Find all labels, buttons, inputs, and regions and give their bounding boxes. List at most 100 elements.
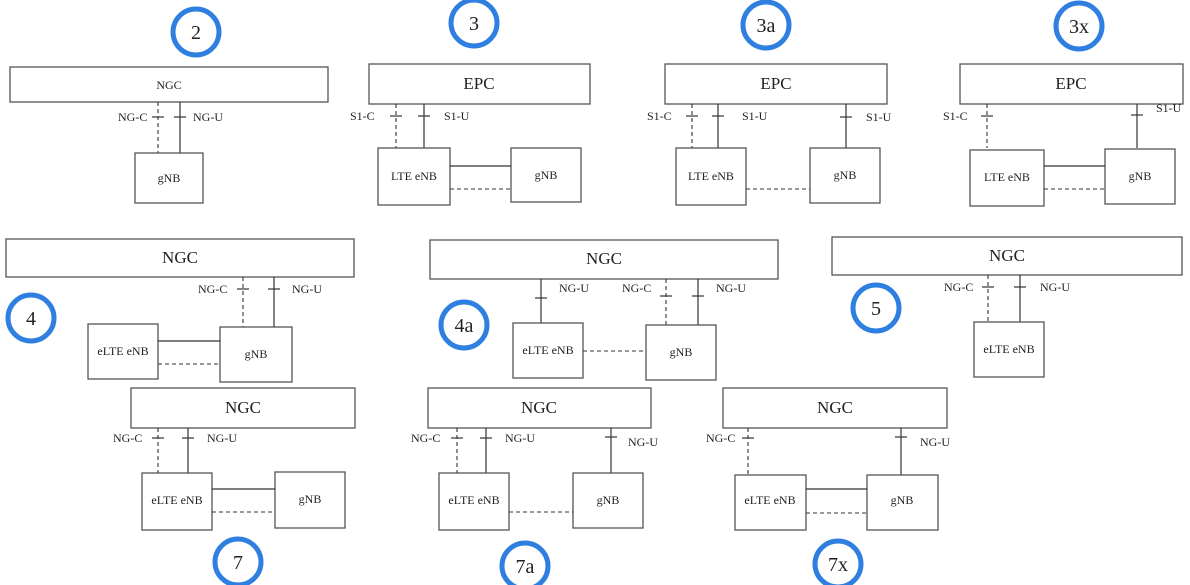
option-number: 7x [828,554,848,576]
elte-enb-box [734,474,807,531]
option-number: 7a [516,556,535,578]
option-number: 4 [26,308,36,330]
elte-enb-label: eLTE eNB [448,493,499,507]
control-plane-label: NG-C [113,431,142,445]
option-3: 3 EPC S1-C S1-U LTE eNB gNB [350,0,591,206]
core-network-box [130,387,356,429]
user-plane-label: S1-U [742,109,768,123]
control-plane-label: NG-C [706,431,735,445]
option-4a: NGC 4a NG-U NG-C NG-U eLTE eNB gNB [429,239,779,381]
gnb-label: gNB [1129,169,1152,183]
control-plane-label: NG-C [198,282,227,296]
option-number-badge [5,292,57,344]
core-network-box [427,387,652,429]
elte-enb-label: eLTE eNB [97,344,148,358]
option-number-badge [438,299,490,351]
elte-enb-box [87,323,159,380]
control-plane-label: NG-C [944,280,973,294]
lte-enb-label: LTE eNB [688,169,734,183]
lte-enb-box [675,147,747,206]
option-7x: NGC NG-C NG-U eLTE eNB gNB 7x [706,387,950,585]
core-network-label: EPC [1055,74,1086,93]
gnb-label: gNB [245,347,268,361]
user-plane-label: S1-U [444,109,470,123]
core-network-box [959,63,1184,105]
user-plane-label: NG-U [193,110,223,124]
core-network-label: NGC [989,246,1025,265]
gnb-box [134,152,204,204]
core-network-label: NGC [156,78,181,92]
gnb-label: gNB [891,493,914,507]
core-network-box [664,63,888,105]
option-number-badge [170,6,222,58]
option-4: NGC 4 NG-C NG-U eLTE eNB gNB [5,238,355,383]
gnb-box [1104,148,1176,205]
gnb-box [510,147,582,203]
core-network-box [9,66,329,103]
option-number-badge [499,540,551,585]
option-7a: NGC NG-C NG-U NG-U eLTE eNB gNB 7a [411,387,658,585]
option-number-badge [740,0,792,51]
gnb-box [809,147,881,204]
control-plane-label: NG-C [411,431,440,445]
option-number-badge [448,0,500,49]
option-number-badge [212,536,264,585]
gnb-label: gNB [535,168,558,182]
core-network-label: NGC [162,248,198,267]
elte-enb-label: eLTE eNB [983,342,1034,356]
user-plane-label: NG-U [559,281,589,295]
user-plane-label-2: S1-U [866,110,892,124]
control-plane-label: S1-C [943,109,968,123]
gnb-label: gNB [597,493,620,507]
gnb-label: gNB [670,345,693,359]
control-plane-label: S1-C [350,109,375,123]
control-plane-label: NG-C [118,110,147,124]
elte-enb-box [141,472,213,531]
gnb-box [274,471,346,529]
elte-enb-box [512,322,584,379]
gnb-box [219,326,293,383]
option-3a: 3a EPC S1-C S1-U S1-U LTE eNB gNB [647,0,892,206]
option-2: 2 NGC NG-C NG-U gNB [9,6,329,204]
core-network-box [5,238,355,278]
elte-enb-label: eLTE eNB [522,343,573,357]
gnb-box [645,324,717,381]
option-number-badge [1053,0,1105,52]
elte-enb-box [973,321,1045,378]
option-5: NGC 5 NG-C NG-U eLTE eNB [831,236,1183,378]
user-plane-label: NG-U [505,431,535,445]
core-network-box [722,387,948,429]
user-plane-label: S1-U [1156,101,1182,115]
option-number: 2 [191,22,201,44]
elte-enb-box [438,472,510,531]
gnb-label: gNB [158,171,181,185]
core-network-label: EPC [760,74,791,93]
option-number: 3 [469,13,479,35]
core-network-label: NGC [225,398,261,417]
core-network-label: NGC [586,249,622,268]
elte-enb-label: eLTE eNB [744,493,795,507]
gnb-label: gNB [834,168,857,182]
lte-enb-label: LTE eNB [391,169,437,183]
option-number: 7 [233,552,243,574]
user-plane-label: NG-U [1040,280,1070,294]
option-number-badge [850,282,902,334]
option-number: 3x [1069,16,1089,38]
gnb-label: gNB [299,492,322,506]
option-7: NGC NG-C NG-U eLTE eNB gNB 7 [113,387,356,585]
gnb-box [866,474,939,531]
core-network-box [831,236,1183,276]
option-number-badge [812,538,864,585]
core-network-label: NGC [817,398,853,417]
user-plane-label: NG-U [207,431,237,445]
user-plane-label: NG-U [292,282,322,296]
core-network-box [368,63,591,105]
core-network-label: NGC [521,398,557,417]
lte-enb-label: LTE eNB [984,170,1030,184]
user-plane-label: NG-U [920,435,950,449]
option-number: 4a [455,315,474,337]
elte-enb-label: eLTE eNB [151,493,202,507]
control-plane-label: S1-C [647,109,672,123]
gnb-box [572,472,644,529]
